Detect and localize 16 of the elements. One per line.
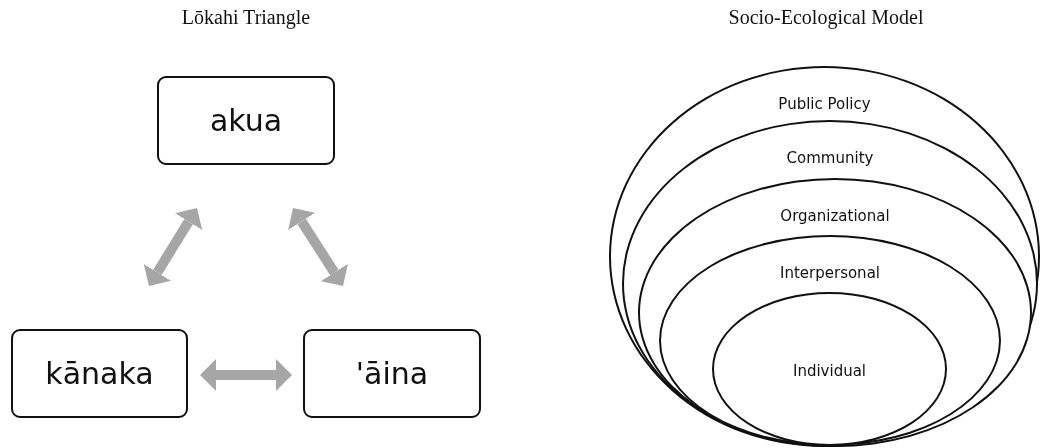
box-label: 'āina [355,356,429,391]
box-label: kānaka [45,356,154,391]
rounded-box [303,329,481,418]
rounded-box [11,329,188,418]
double-arrow [143,208,203,286]
diagram-title: Lōkahi Triangle [181,6,311,29]
box-label: akua [209,103,283,138]
ring-label: Interpersonal [780,264,880,282]
double-arrow [288,208,348,286]
section-heading: Socio-Ecological Model [728,6,924,29]
ring-label: Public Policy [778,95,871,113]
ring-label: Individual [792,362,867,380]
rounded-box [157,76,335,165]
ring-label: Community [786,149,874,167]
double-arrow [200,359,292,391]
ring-label: Organizational [780,207,890,225]
